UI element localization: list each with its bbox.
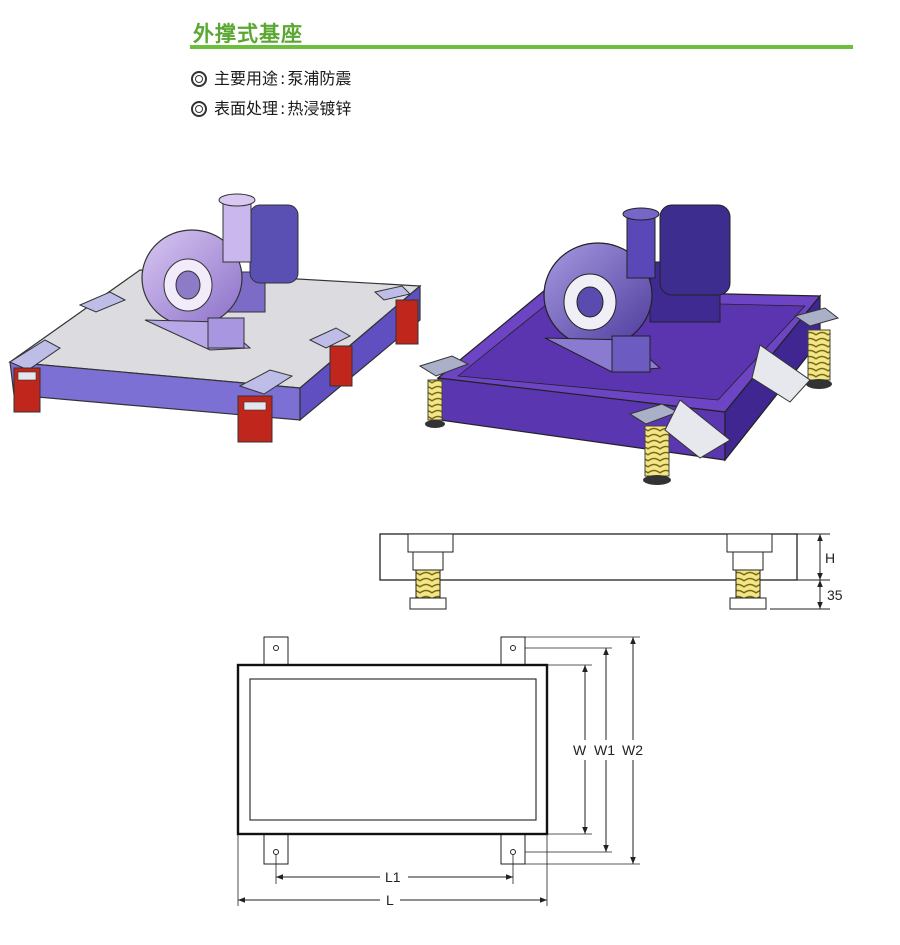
top-plan-drawing: W W1 W2 L1 L: [236, 636, 643, 908]
dim-label-l: L: [386, 892, 394, 908]
pump-base-right-illustration: [418, 204, 840, 485]
dim-label-h: H: [825, 550, 835, 566]
pump-base-left-illustration: [8, 193, 422, 443]
spec-label: 主要用途: [214, 69, 279, 88]
spec-item-usage: 主要用途:泵浦防震: [191, 64, 351, 94]
side-elevation-drawing: H 35: [379, 533, 843, 610]
dim-label-w1: W1: [594, 742, 615, 758]
dim-label-w2: W2: [622, 742, 643, 758]
dim-label-35: 35: [827, 587, 843, 603]
title-underline: [190, 45, 853, 49]
dim-label-w: W: [573, 742, 587, 758]
spec-label: 表面处理: [214, 99, 279, 118]
spec-list: 主要用途:泵浦防震 表面处理:热浸镀锌: [191, 64, 351, 124]
circle-bullet-icon: [191, 71, 207, 87]
spec-item-surface: 表面处理:热浸镀锌: [191, 94, 351, 124]
spec-value: 泵浦防震: [287, 69, 352, 88]
dim-label-l1: L1: [385, 869, 401, 885]
circle-bullet-icon: [191, 101, 207, 117]
page-title: 外撑式基座: [193, 21, 303, 46]
spec-value: 热浸镀锌: [287, 99, 352, 118]
